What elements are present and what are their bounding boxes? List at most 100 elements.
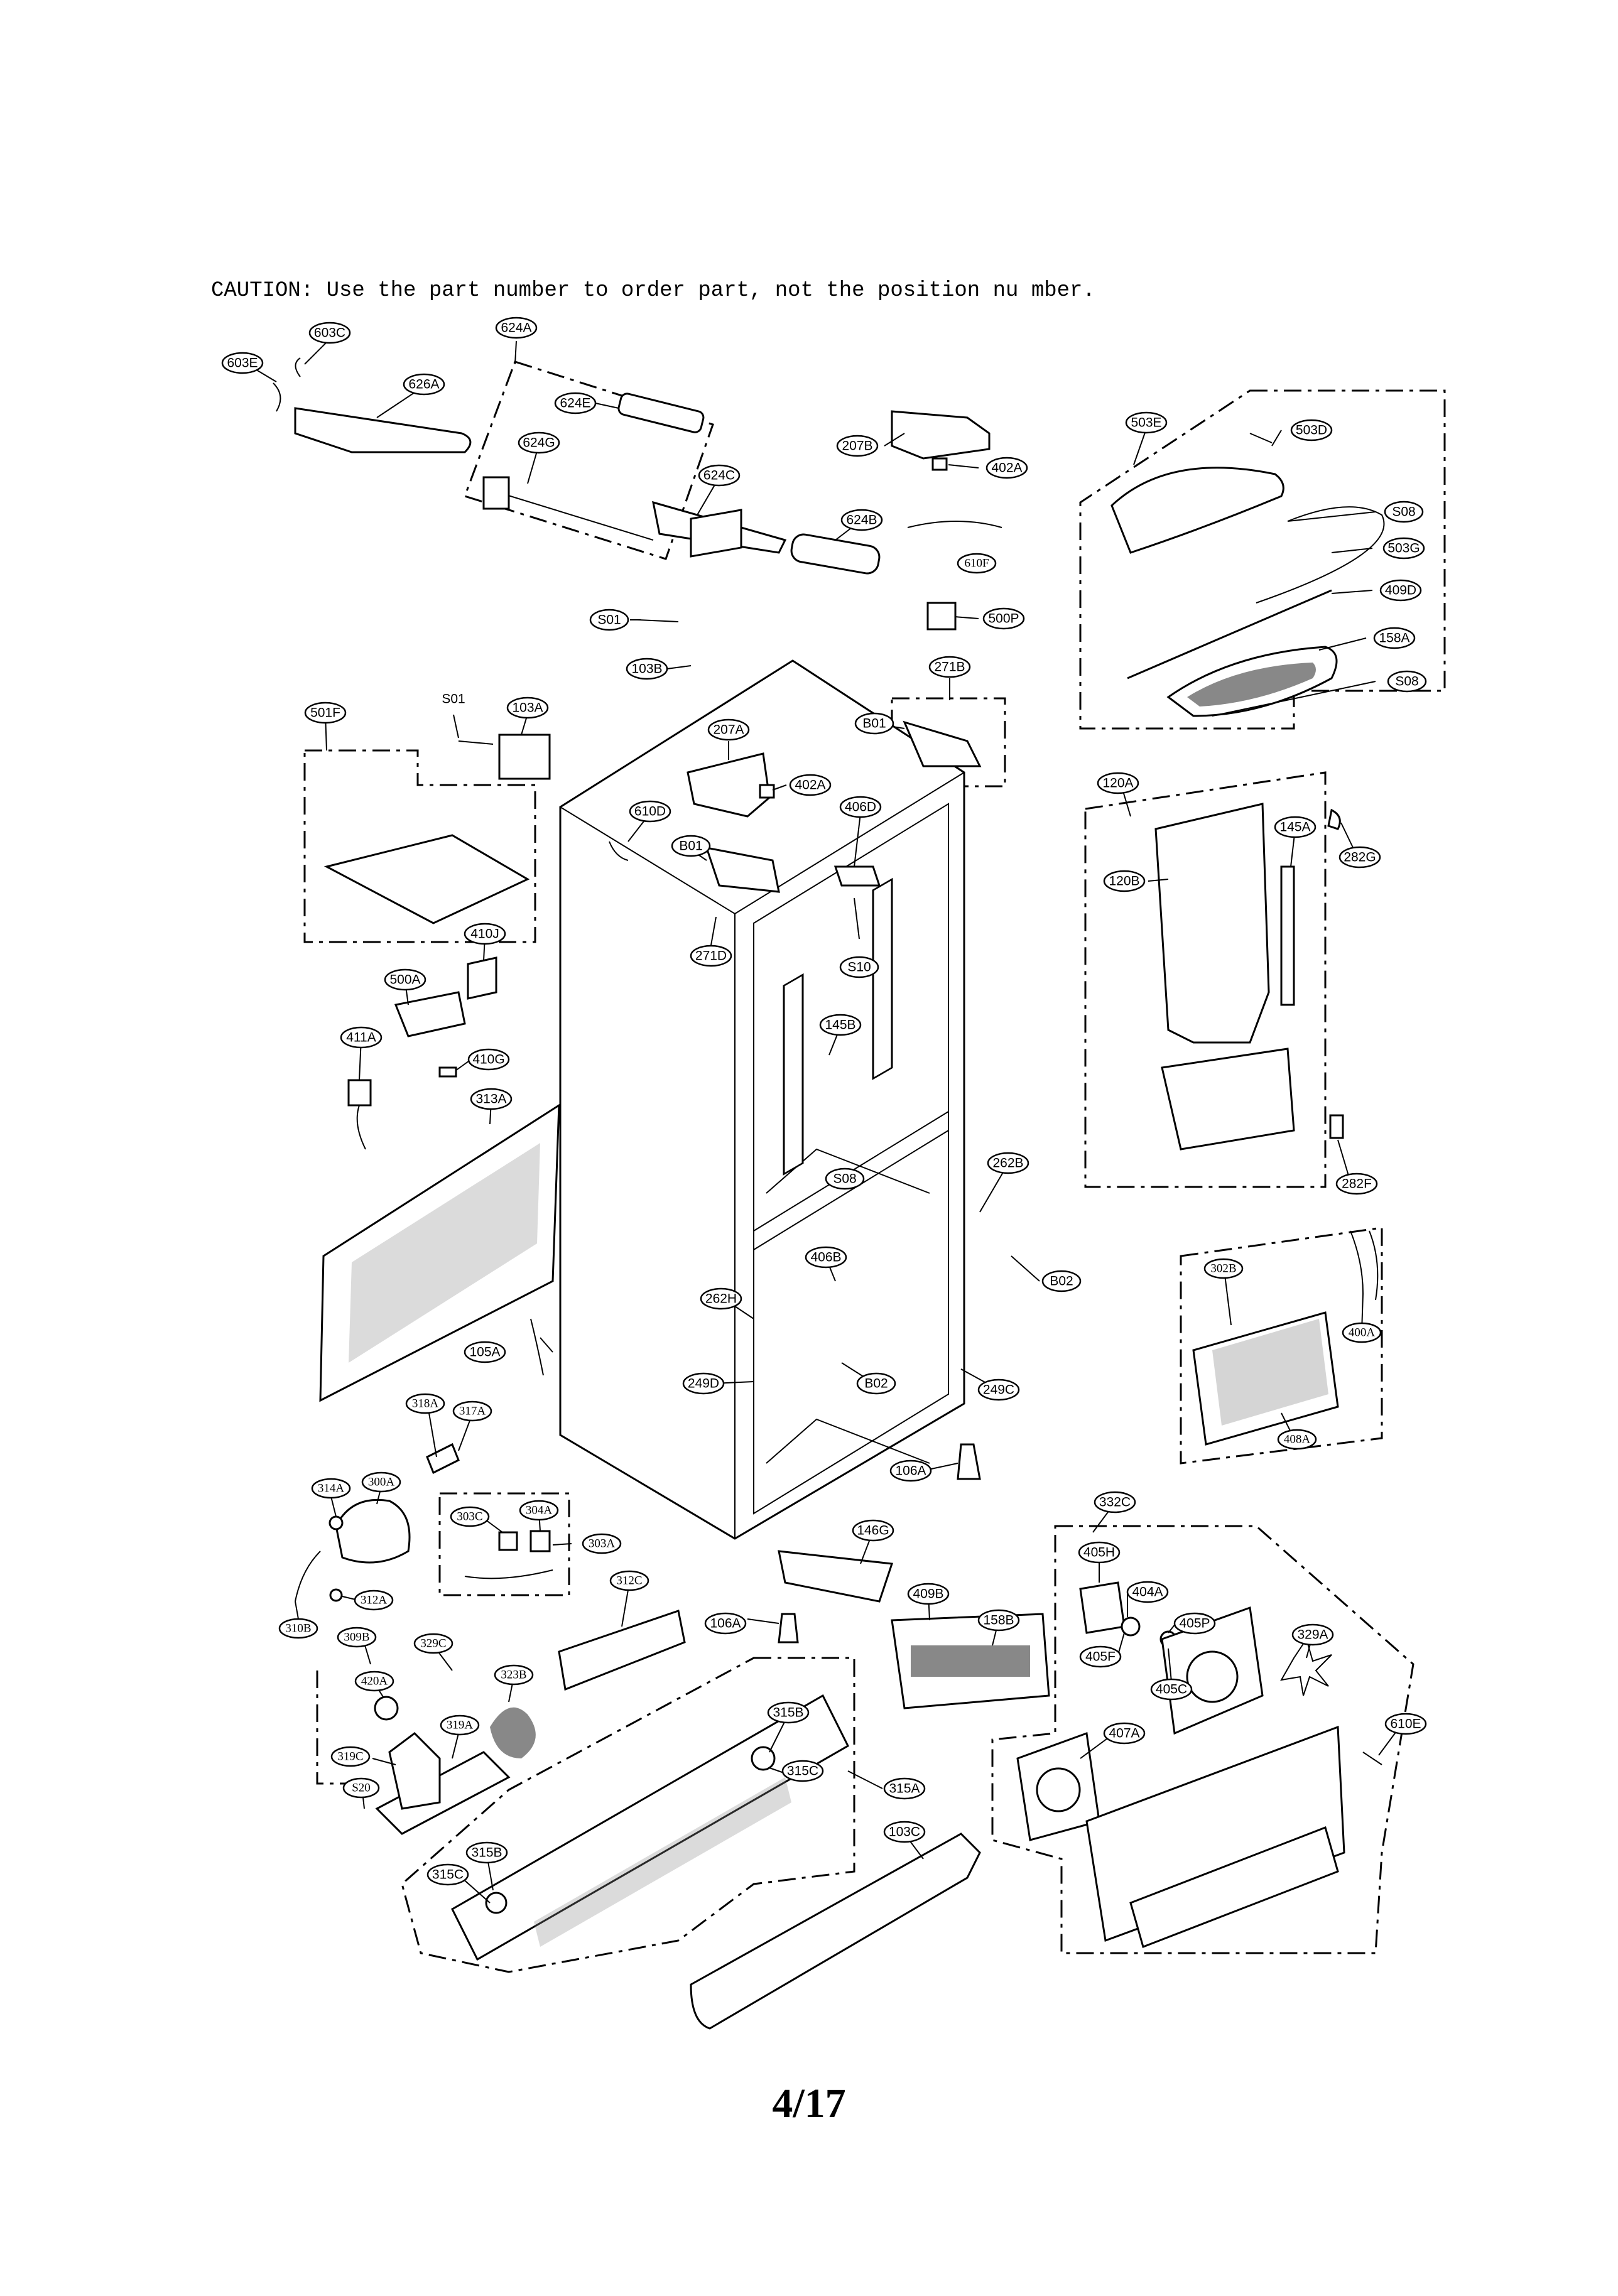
callout-text: 310B [285,1622,311,1635]
callout-text: 624E [560,396,590,411]
callout-402A: 402A [789,774,832,796]
callout-312C: 312C [609,1570,649,1591]
callout-610E: 610E [1384,1713,1427,1735]
callout-410J: 410J [464,923,506,945]
callout-text: 262B [992,1156,1023,1171]
part-410G [438,1066,457,1078]
part-603C [295,357,301,377]
callout-145A: 145A [1274,816,1317,838]
callout-text: S20 [352,1782,371,1795]
callout-501F: 501F [304,701,347,724]
callout-624G: 624G [518,431,560,454]
callout-text: 158B [983,1613,1014,1628]
callout-text: 624G [523,436,555,450]
group-315A-boundary [401,1657,855,1973]
callout-text: 207B [842,439,872,453]
part-318A [426,1443,460,1475]
callout-text: 146G [857,1524,889,1538]
callout-282F: 282F [1335,1172,1378,1195]
part-314A [328,1515,344,1530]
callout-text: 405P [1179,1616,1210,1631]
part-300A [335,1498,411,1564]
callout-409B: 409B [907,1583,950,1605]
callout-text: 319A [447,1719,474,1732]
part-106A-upper [957,1443,981,1480]
part-610F [907,521,1002,528]
callout-610F: 610F [957,553,997,574]
group-303A-boundary [438,1492,570,1596]
part-332C [1085,1725,1345,1942]
callout-106A-b: 106A [704,1612,747,1635]
callout-text: 282F [1342,1177,1372,1191]
callout-S01-b: S01 [442,692,465,707]
callout-411A: 411A [340,1026,383,1049]
callout-text: 323B [501,1669,526,1682]
callout-624A: 624A [495,317,538,339]
part-500P [926,602,957,631]
part-407A-fan [1036,1767,1081,1812]
callout-145B: 145B [819,1014,862,1036]
callout-406D: 406D [839,796,882,818]
part-402A [759,784,775,799]
part-411A [347,1079,372,1107]
part-271B [903,720,982,767]
callout-text: 317A [459,1405,486,1418]
callout-text: 314A [318,1482,345,1495]
callout-text: B02 [1050,1274,1073,1289]
callout-text: 315C [787,1764,818,1779]
part-315A [451,1694,849,1961]
group-501F-boundary [303,749,536,943]
callout-624C: 624C [698,464,741,487]
part-207A [687,752,771,818]
callout-text: 402A [991,461,1022,475]
callout-text: 603E [227,356,258,371]
callout-text: 106A [895,1464,926,1478]
callout-624E: 624E [554,392,597,414]
callout-329A: 329A [1291,1623,1334,1646]
callout-text: 103A [512,701,543,715]
callout-text: S08 [1395,674,1418,689]
callout-106A-a: 106A [889,1459,932,1482]
part-303C [498,1531,518,1551]
callout-626A: 626A [403,373,445,396]
part-405P-fan [1186,1650,1239,1703]
part-503E [1110,467,1284,554]
callout-text: 404A [1132,1585,1163,1600]
callout-S20: S20 [342,1777,380,1799]
part-146G [778,1550,894,1603]
callout-text: B01 [862,717,886,731]
callout-text: 249D [688,1377,719,1391]
callout-text: 410G [472,1053,504,1067]
callout-text: 315B [471,1846,502,1860]
callout-271B: 271B [928,656,971,678]
callout-410G: 410G [467,1048,510,1071]
callout-text: 158A [1379,631,1409,646]
callout-text: 501F [310,706,340,720]
callout-text: S08 [833,1172,856,1186]
part-103C [690,1833,981,2030]
callout-302B: 302B [1203,1258,1244,1279]
callout-332C: 332C [1094,1491,1136,1514]
callout-text: 610D [634,804,666,819]
part-302B [1192,1311,1339,1446]
part-404A [1121,1616,1141,1637]
part-402A-top [931,457,948,471]
callout-315B-b: 315B [465,1841,508,1864]
part-626A [294,407,472,453]
callout-text: 407A [1109,1726,1139,1741]
part-329A [1280,1637,1332,1696]
callout-text: 103C [889,1825,920,1839]
part-624G [482,476,510,510]
callout-text: 145B [825,1018,855,1032]
callout-300A: 300A [361,1471,401,1493]
callout-404A: 404A [1126,1581,1169,1603]
callout-S08-b: S08 [1387,670,1427,693]
group-332C-boundary [991,1525,1414,1954]
part-315B-lower [485,1892,508,1914]
callout-312A: 312A [354,1589,394,1611]
callout-text: 329C [420,1637,446,1650]
callout-text: 420A [361,1675,388,1688]
callout-text: 103B [631,662,662,676]
callout-610D: 610D [629,800,671,823]
callout-text: 405F [1085,1650,1116,1664]
